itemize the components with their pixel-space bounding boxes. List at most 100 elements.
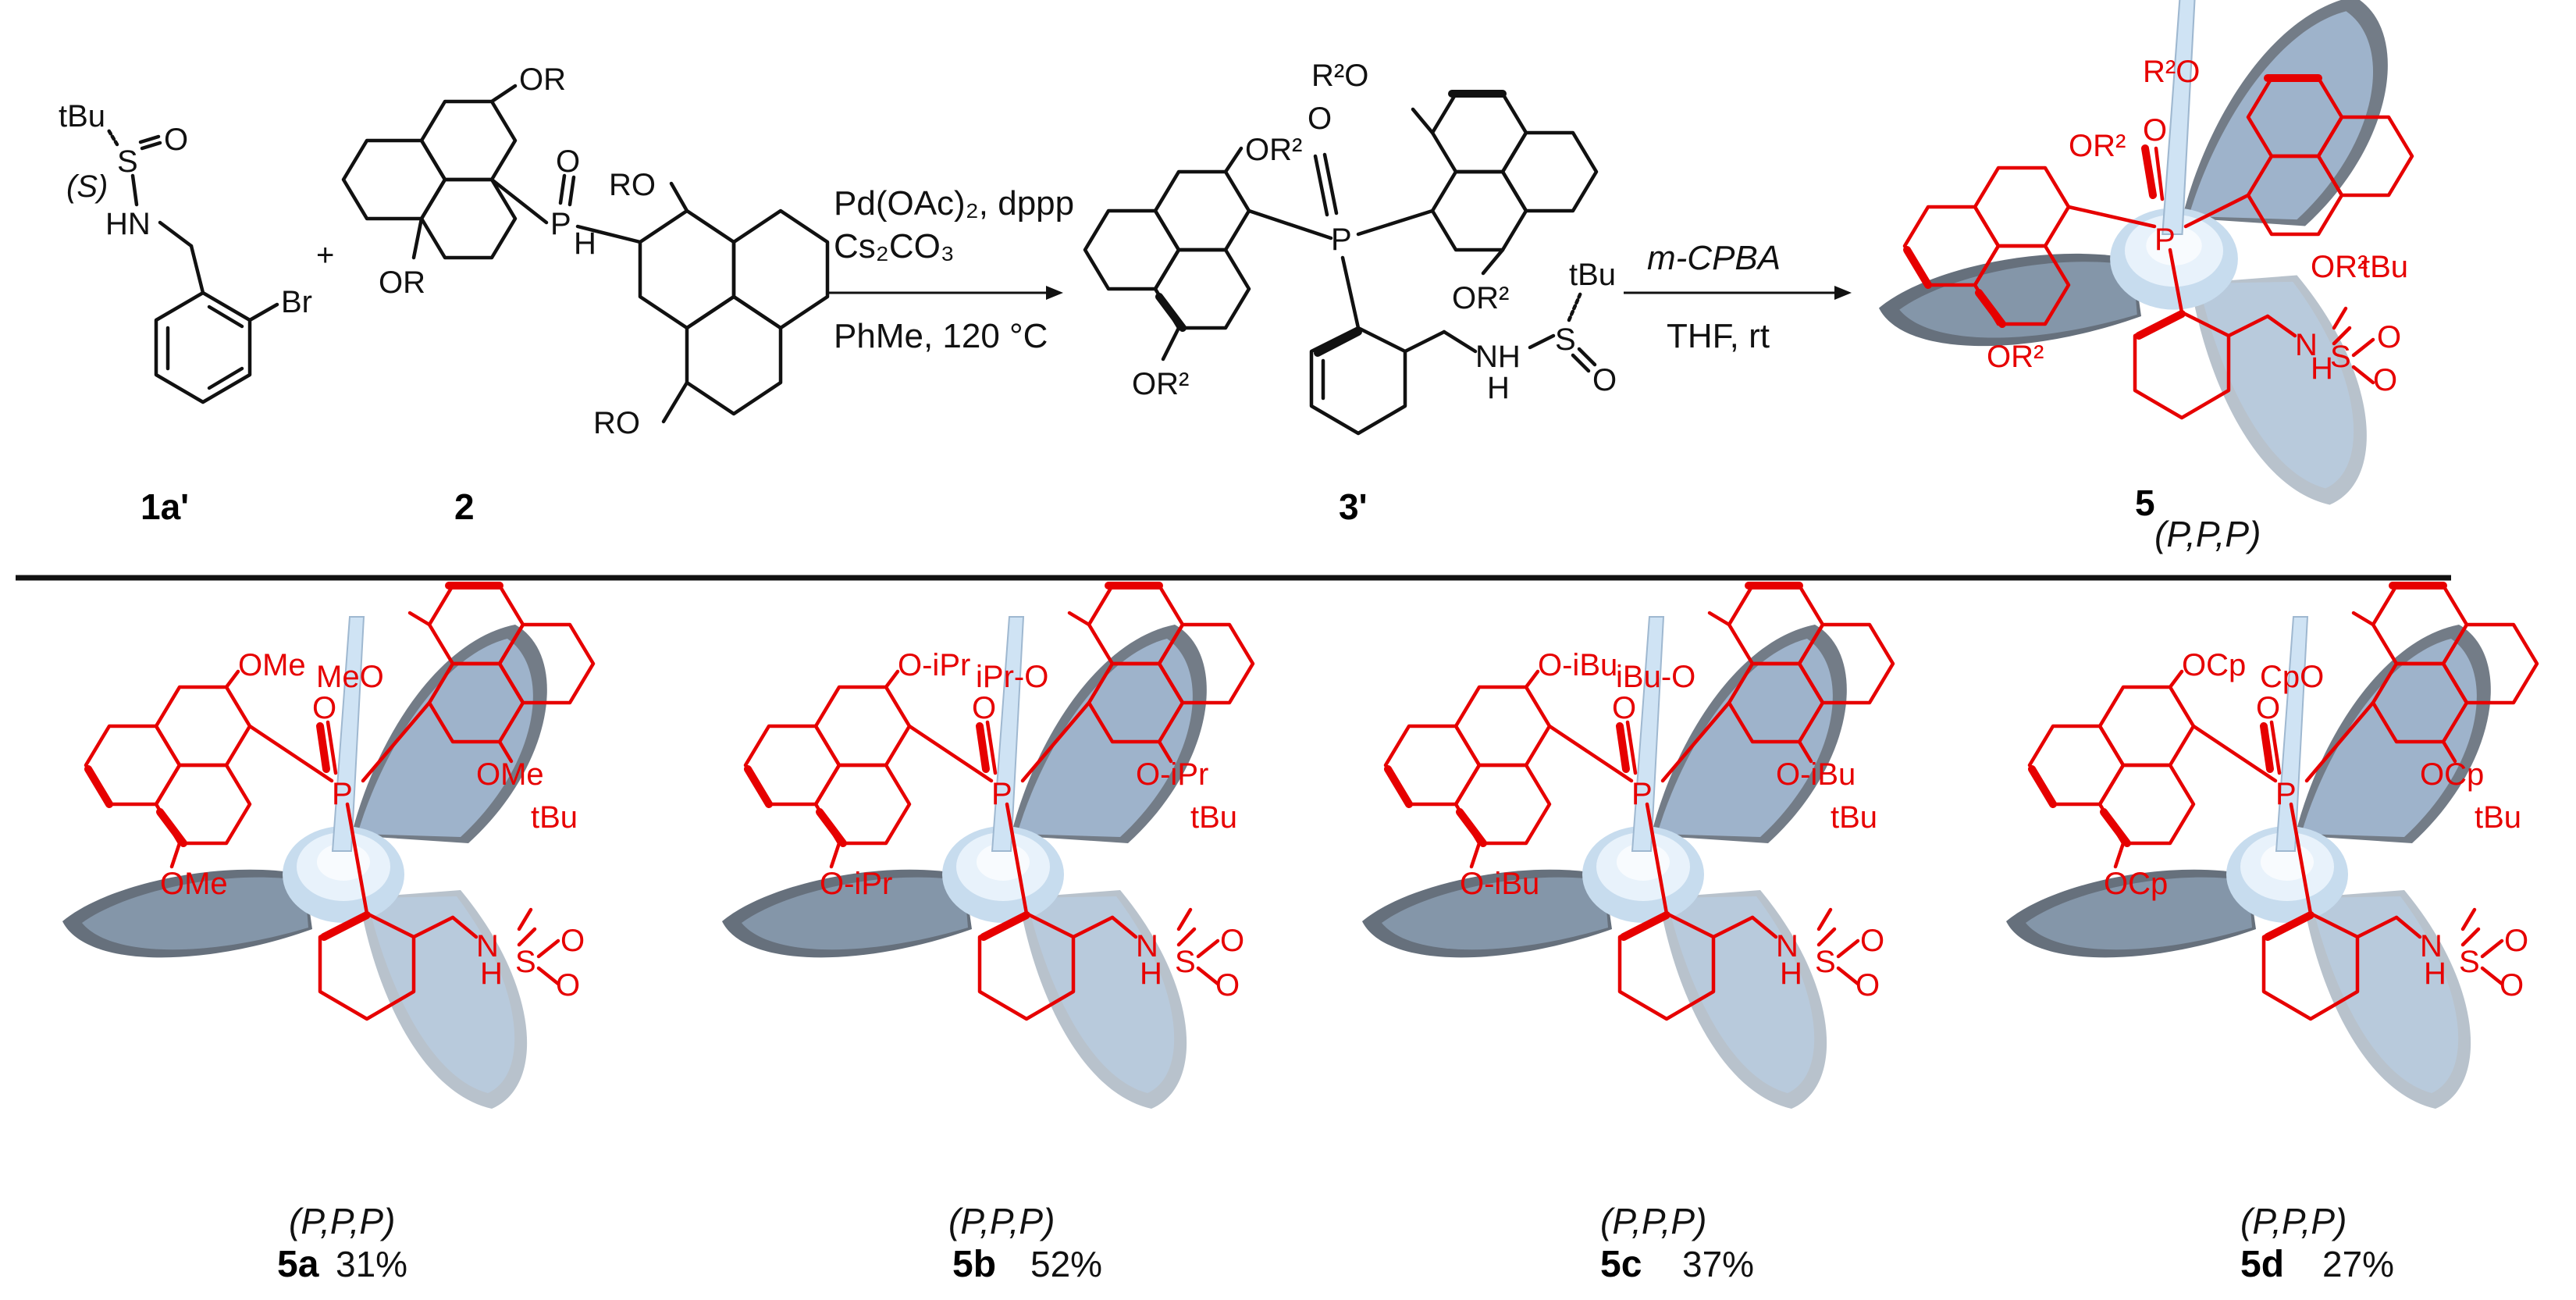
h-5a: H [480, 956, 503, 991]
product-5: OR² R²O O P OR² tBu OR² N H S O O 5 (P,P… [1877, 0, 2414, 554]
sulfur-5d: S [2459, 945, 2480, 979]
oxo-b-5d: O [2500, 968, 2524, 1003]
propeller-5a [62, 616, 548, 1109]
compound-label-1a-prime: 1a' [141, 486, 189, 527]
sulfur-5a: S [515, 945, 536, 979]
propeller-5c [1361, 616, 1848, 1109]
nitrogen-5b: N [1136, 929, 1158, 963]
top-ro-5d: CpO [2260, 660, 2324, 694]
caption-5b-yield: 52% [1030, 1244, 1102, 1284]
int-or2-bottom-label: OR² [1132, 367, 1189, 401]
step1-line1: Pd(OAc)₂, dppp [834, 184, 1074, 223]
oxo-a-5b: O [1220, 924, 1244, 958]
h-5b: H [1140, 956, 1162, 991]
caption-5b: (P,P,P) 5b 52% [948, 1201, 1102, 1285]
ro-right-top-label: RO [609, 168, 656, 202]
left-or-5a: OMe [238, 648, 306, 682]
bottom-or-5c: O-iBu [1460, 867, 1539, 901]
ro-right-bottom-label: RO [593, 406, 640, 440]
nitrogen-5a: N [476, 929, 499, 963]
step1-conditions: Pd(OAc)₂, dppp Cs₂CO₃ PhMe, 120 °C [827, 184, 1074, 355]
p5-nitrogen-label: N [2295, 328, 2318, 362]
tbu-5c: tBu [1831, 800, 1877, 835]
oxo-a-5d: O [2504, 924, 2528, 958]
oxo-b-5b: O [1215, 968, 1240, 1003]
caption-5d-yield: 27% [2322, 1244, 2394, 1284]
oxo-b-5a: O [556, 968, 580, 1003]
int-or2-right-label: OR² [1452, 281, 1509, 315]
int-h-label: H [1487, 371, 1510, 405]
p-h-label: H [574, 226, 596, 261]
caption-5c-yield: 37% [1682, 1244, 1754, 1284]
compound-label-2: 2 [454, 486, 475, 527]
skeleton-5a [84, 582, 596, 1021]
p5-or2-right-label: OR² [2311, 250, 2368, 284]
s-config-label: (S) [66, 169, 108, 204]
nitrogen-5d: N [2420, 929, 2443, 963]
step2-conditions: m-CPBA THF, rt [1624, 239, 1852, 355]
bottom-or-5d: OCp [2104, 867, 2168, 901]
int-or2-top-label: OR² [1245, 133, 1302, 167]
nitrogen-5c: N [1776, 929, 1799, 963]
propeller-5b [721, 616, 1208, 1109]
or-top-label: OR [519, 62, 566, 97]
oxo-5c: O [1612, 691, 1636, 725]
int-phosphorus-label: P [1331, 223, 1352, 257]
sulfur-label: S [117, 144, 138, 179]
skeleton-5c [1383, 582, 1895, 1021]
step1-line3: PhMe, 120 °C [834, 317, 1048, 355]
sulfur-5b: S [1175, 945, 1196, 979]
p-oxo-label: O [556, 144, 580, 179]
step2-line2: THF, rt [1667, 317, 1770, 355]
oxo-5b: O [972, 691, 996, 725]
compound-label-5: 5 [2135, 483, 2155, 523]
int-r2o-label: R²O [1311, 59, 1368, 93]
skeleton-5d [2027, 582, 2539, 1021]
int-sulfur-label: S [1555, 322, 1576, 357]
right-or-5a: OMe [476, 757, 544, 792]
h-5d: H [2424, 956, 2446, 991]
right-or-5c: O-iBu [1776, 757, 1856, 792]
p5-phosphorus-label: P [2154, 223, 2176, 257]
top-ro-5c: iBu-O [1616, 660, 1695, 694]
oxo-b-5c: O [1856, 968, 1880, 1003]
caption-5a-config: (P,P,P) [289, 1201, 395, 1241]
right-or-5d: OCp [2420, 757, 2484, 792]
int-nh-label: NH [1475, 340, 1521, 374]
hn-label: HN [105, 207, 151, 241]
int-tbu-label: tBu [1569, 258, 1616, 292]
top-ro-5a: MeO [316, 660, 384, 694]
step1-arrow-head [1046, 286, 1063, 300]
caption-5d-config: (P,P,P) [2240, 1201, 2347, 1241]
compound-label-3-prime: 3' [1339, 486, 1368, 527]
caption-5a-label: 5a [277, 1244, 319, 1285]
bottom-or-5b: O-iPr [820, 867, 892, 901]
caption-5a: (P,P,P) 5a 31% [277, 1201, 407, 1285]
plus-sign: + [316, 238, 334, 272]
phosphorus-5b: P [991, 777, 1012, 811]
caption-5a-yield: 31% [336, 1244, 407, 1284]
tbu-5d: tBu [2475, 800, 2521, 835]
oxo-a-5a: O [560, 924, 585, 958]
step2-line1: m-CPBA [1647, 239, 1781, 277]
tbu-label: tBu [59, 99, 105, 134]
reactant-2: OR OR P O H RO RO 2 [341, 62, 830, 527]
phosphorus-5d: P [2275, 777, 2297, 811]
caption-5c-label: 5c [1600, 1244, 1642, 1285]
caption-5c: (P,P,P) 5c 37% [1600, 1201, 1754, 1285]
top-ro-5b: iPr-O [976, 660, 1048, 694]
tbu-5a: tBu [531, 800, 578, 835]
p5-oxo-b-label: O [2373, 363, 2397, 397]
oxo-a-5c: O [1860, 924, 1884, 958]
p5-r2o-top-label: R²O [2143, 55, 2200, 89]
oxo-5d: O [2256, 691, 2280, 725]
left-or-5b: O-iPr [898, 648, 970, 682]
int-p-oxo-label: O [1308, 102, 1332, 136]
reactant-1a-prime: Br HN S O tBu (S) 1a' [59, 99, 312, 527]
